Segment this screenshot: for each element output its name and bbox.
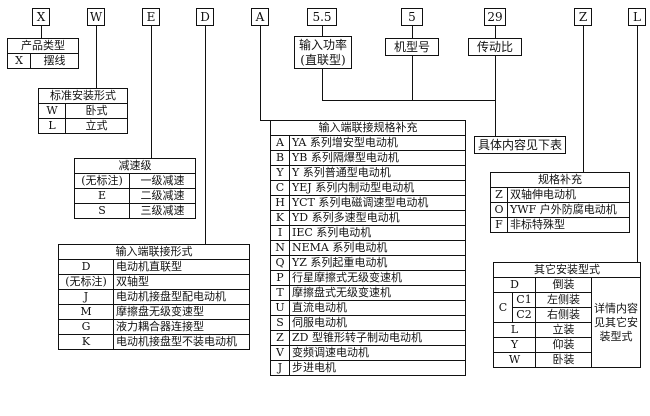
detail-note: 具体内容见下表 <box>474 136 566 154</box>
other-mount-title: 其它安装型式 <box>493 262 641 278</box>
connector-other-mount <box>637 26 638 262</box>
spec-extra-title: 规格补充 <box>490 172 630 188</box>
connector-spec-extra <box>583 26 584 172</box>
connector-product <box>41 26 42 38</box>
code-box-spec-extra: Z <box>574 8 592 26</box>
code-box-reduction: E <box>142 8 160 26</box>
table-row: (无标注)双轴型 <box>58 274 250 290</box>
code-box-product: X <box>32 8 50 26</box>
mount-std-title: 标准安装形式 <box>38 88 128 104</box>
connector-input-spec <box>260 26 261 120</box>
connector-power-down <box>322 69 323 100</box>
product-type-title: 产品类型 <box>7 38 79 54</box>
table-row: (无标注)一级减速 <box>74 173 196 189</box>
other-mount-note: 详情内容见其它安装型式 <box>591 277 641 368</box>
connector-ratio-down <box>495 56 496 136</box>
input-conn-title: 输入端联接形式 <box>58 244 250 260</box>
frame-label: 机型号 <box>385 38 439 56</box>
connector-input-conn <box>205 26 206 244</box>
ratio-label: 传动比 <box>468 38 522 56</box>
other-mount-table: 其它安装型式 D 倒装 详情内容见其它安装型式 C C1 左侧装 C2 右侧装 … <box>493 262 641 368</box>
code-box-power: 5.5 <box>307 8 337 26</box>
reduction-title: 减速级 <box>74 158 196 174</box>
connector-bracket-h <box>322 100 495 101</box>
connector-frame-down <box>412 56 413 100</box>
code-box-ratio: 29 <box>484 8 506 26</box>
connector-frame <box>412 26 413 38</box>
connector-reduction <box>151 26 152 158</box>
code-box-frame: 5 <box>401 8 423 26</box>
connector-mount <box>96 26 97 88</box>
code-box-input-conn: D <box>196 8 214 26</box>
power-label: 输入功率 (直联型) <box>294 36 352 69</box>
input-spec-title: 输入端联接规格补充 <box>270 120 466 136</box>
table-row: C C1 左侧装 <box>493 292 641 323</box>
connector-ratio <box>495 26 496 38</box>
code-box-input-spec: A <box>251 8 269 26</box>
connector-power <box>322 26 323 36</box>
code-box-mount: W <box>87 8 105 26</box>
connector-input-spec-h <box>260 120 270 121</box>
code-box-other-mount: L <box>628 8 646 26</box>
table-row: D 倒装 详情内容见其它安装型式 <box>493 277 641 368</box>
